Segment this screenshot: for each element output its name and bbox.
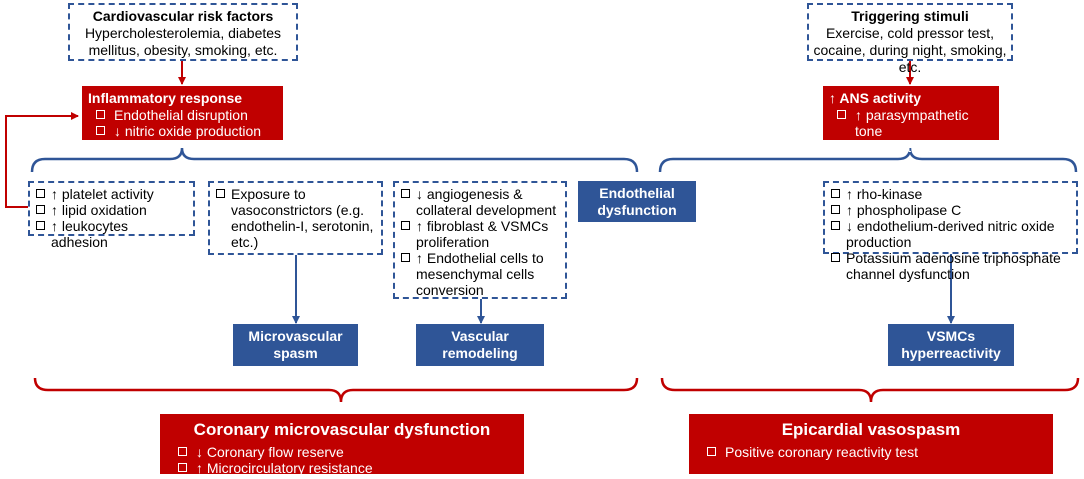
- checkbox-icon: [36, 221, 45, 230]
- checkbox-icon: [401, 189, 410, 198]
- list-item: ↑ parasympathetic tone: [829, 107, 993, 139]
- list-item: ↑ sympathetic tone: [829, 139, 993, 155]
- angiogenesis-box: ↓ angiogenesis & collateral development …: [393, 181, 567, 299]
- risk-factors-title: Cardiovascular risk factors: [92, 8, 274, 24]
- platelet-activity-box: ↑ platelet activity ↑ lipid oxidation ↑ …: [28, 181, 195, 250]
- epicardial-vasospasm-box: Epicardial vasospasm Positive coronary r…: [689, 414, 1053, 474]
- coronary-microvascular-dysfunction-box: Coronary microvascular dysfunction ↓ Cor…: [160, 414, 524, 476]
- list-item: ↑ phospholipase C: [830, 202, 1071, 218]
- brace-left-top: [30, 147, 639, 173]
- inflammatory-response-box: Inflammatory response Endothelial disrup…: [82, 86, 283, 140]
- list-item: Exposure to vasoconstrictors (e.g. endot…: [215, 186, 376, 250]
- vascular-remodeling-box: Vascular remodeling: [416, 324, 544, 366]
- endothelial-dysfunction-box: Endothelial dysfunction: [578, 181, 696, 222]
- list-item: ↑ leukocytes adhesion: [35, 218, 188, 250]
- vsmcs-hyperreactivity-box: VSMCs hyperreactivity: [888, 324, 1014, 366]
- vasoconstrictors-box: Exposure to vasoconstrictors (e.g. endot…: [208, 181, 383, 255]
- epicardial-vasospasm-list: Positive coronary reactivity test: [699, 444, 1043, 460]
- microvascular-spasm-box: Microvascular spasm: [233, 324, 358, 366]
- ans-activity-box: ↑ ANS activity ↑ parasympathetic tone ↑ …: [823, 86, 999, 155]
- microvascular-spasm-label: Microvascular spasm: [248, 328, 343, 361]
- triggering-stimuli-text: Exercise, cold pressor test, cocaine, du…: [813, 25, 1007, 75]
- checkbox-icon: [178, 447, 187, 456]
- checkbox-icon: [837, 142, 846, 151]
- coronary-microvascular-dysfunction-list: ↓ Coronary flow reserve ↑ Microcirculato…: [170, 444, 514, 476]
- triggering-stimuli-title: Triggering stimuli: [851, 8, 969, 24]
- endothelial-dysfunction-label: Endothelial dysfunction: [597, 184, 677, 218]
- list-item: ↓ angiogenesis & collateral development: [400, 186, 560, 218]
- checkbox-icon: [36, 205, 45, 214]
- platelet-activity-list: ↑ platelet activity ↑ lipid oxidation ↑ …: [35, 186, 188, 250]
- list-item: Potassium adenosine triphosphate channel…: [830, 250, 1071, 282]
- rho-kinase-box: ↑ rho-kinase ↑ phospholipase C ↓ endothe…: [823, 181, 1078, 282]
- list-item: ↑ lipid oxidation: [35, 202, 188, 218]
- checkbox-icon: [216, 189, 225, 198]
- list-item: Positive coronary reactivity test: [699, 444, 1043, 460]
- checkbox-icon: [401, 253, 410, 262]
- checkbox-icon: [831, 205, 840, 214]
- checkbox-icon: [707, 447, 716, 456]
- checkbox-icon: [837, 110, 846, 119]
- checkbox-icon: [96, 110, 105, 119]
- rho-kinase-list: ↑ rho-kinase ↑ phospholipase C ↓ endothe…: [830, 186, 1071, 282]
- ans-activity-title: ↑ ANS activity: [829, 90, 922, 106]
- list-item: ↓ endothelium-derived nitric oxide produ…: [830, 218, 1071, 250]
- ans-activity-list: ↑ parasympathetic tone ↑ sympathetic ton…: [829, 107, 993, 155]
- coronary-microvascular-dysfunction-title: Coronary microvascular dysfunction: [193, 420, 491, 439]
- checkbox-icon: [831, 221, 840, 230]
- list-item: ↓ Coronary flow reserve: [170, 444, 514, 460]
- checkbox-icon: [831, 253, 840, 262]
- checkbox-icon: [178, 463, 187, 472]
- inflammatory-response-title: Inflammatory response: [88, 90, 243, 106]
- vascular-remodeling-label: Vascular remodeling: [442, 328, 518, 361]
- list-item: ↑ fibroblast & VSMCs proliferation: [400, 218, 560, 250]
- checkbox-icon: [96, 126, 105, 135]
- checkbox-icon: [36, 189, 45, 198]
- list-item: ↑ Endothelial cells to mesenchymal cells…: [400, 250, 560, 298]
- brace-right-top: [658, 147, 1078, 173]
- angiogenesis-list: ↓ angiogenesis & collateral development …: [400, 186, 560, 298]
- list-item: ↑ rho-kinase: [830, 186, 1071, 202]
- vasoconstrictors-list: Exposure to vasoconstrictors (e.g. endot…: [215, 186, 376, 250]
- brace-left-bottom: [33, 377, 639, 403]
- triggering-stimuli-box: Triggering stimuli Exercise, cold presso…: [807, 3, 1013, 75]
- checkbox-icon: [401, 221, 410, 230]
- epicardial-vasospasm-title: Epicardial vasospasm: [781, 420, 961, 439]
- vsmcs-hyperreactivity-label: VSMCs hyperreactivity: [901, 328, 1001, 361]
- risk-factors-text: Hypercholesterolemia, diabetes mellitus,…: [84, 25, 282, 58]
- list-item: Endothelial disruption: [88, 107, 277, 123]
- risk-factors-box: Cardiovascular risk factors Hypercholest…: [68, 3, 298, 61]
- list-item: ↓ nitric oxide production: [88, 123, 277, 139]
- brace-right-bottom: [660, 377, 1080, 403]
- checkbox-icon: [831, 189, 840, 198]
- list-item: ↑ platelet activity: [35, 186, 188, 202]
- list-item: ↑ Microcirculatory resistance: [170, 460, 514, 476]
- inflammatory-response-list: Endothelial disruption ↓ nitric oxide pr…: [88, 107, 277, 139]
- feedback-arrow: [5, 112, 79, 208]
